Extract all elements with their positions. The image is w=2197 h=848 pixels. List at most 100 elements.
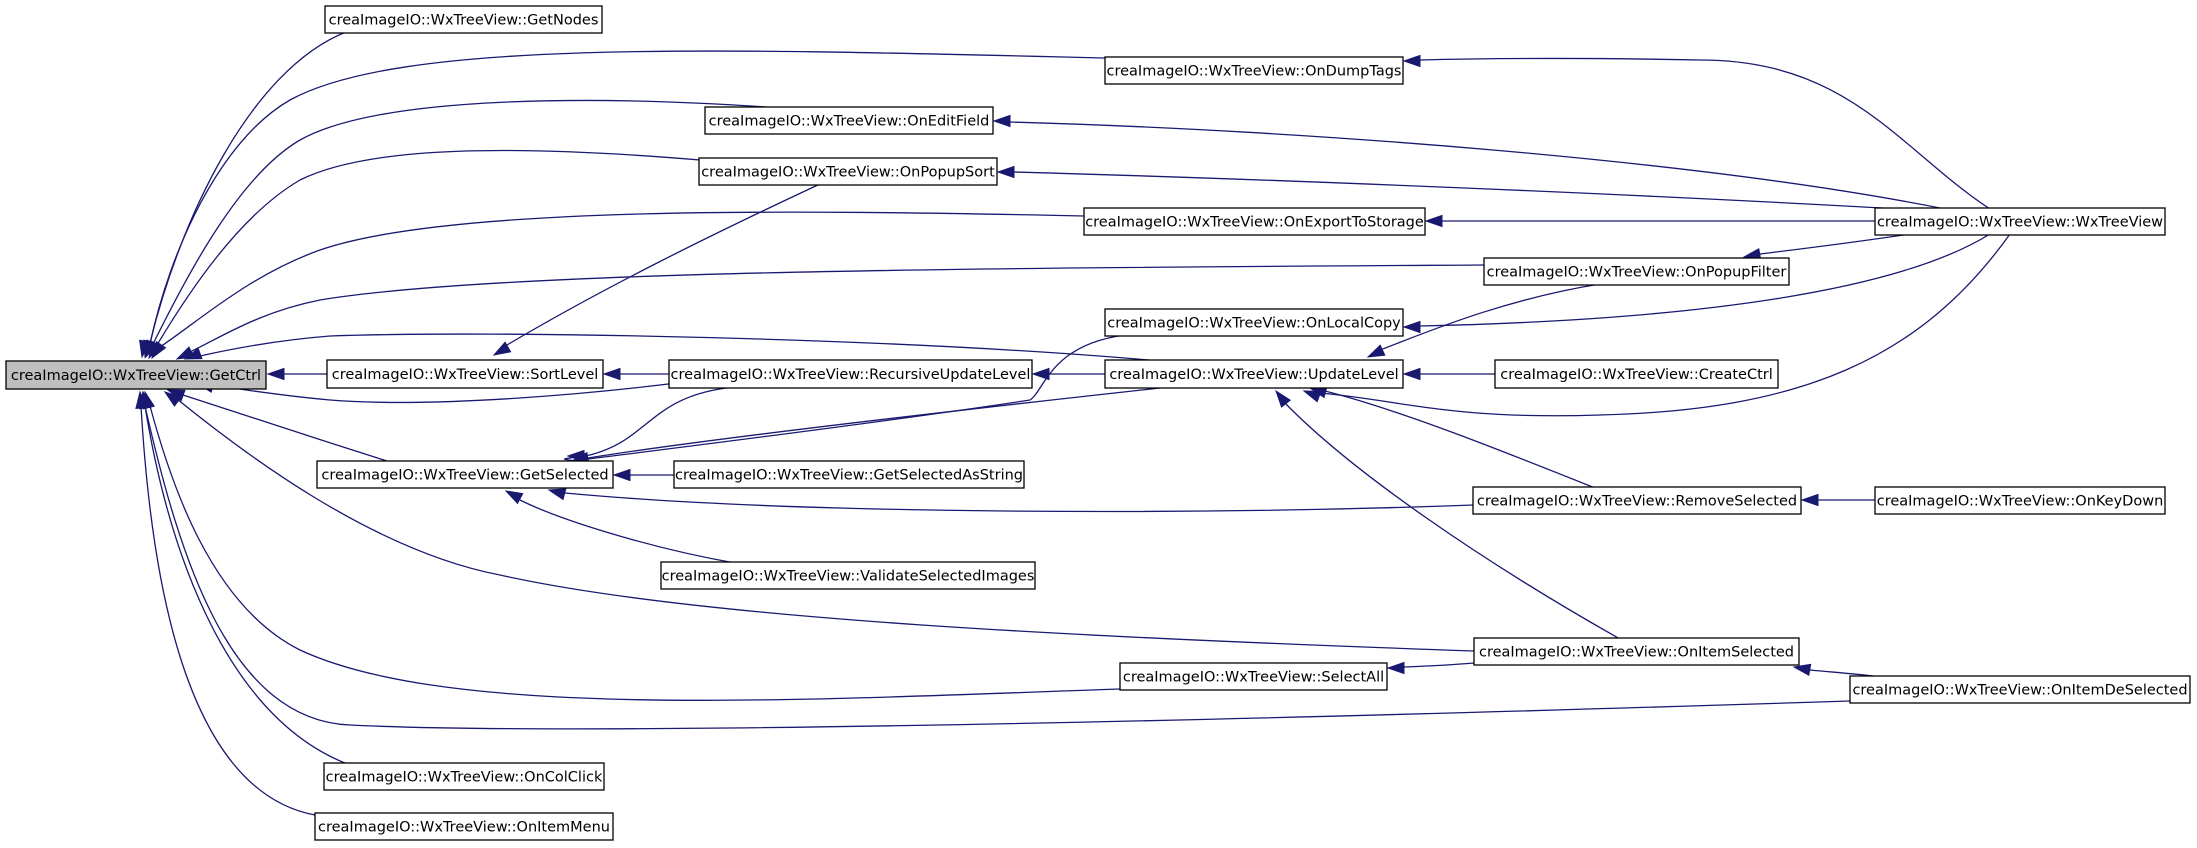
node-updatelevel[interactable]: creaImageIO::WxTreeView::UpdateLevel (1104, 359, 1404, 389)
node-box (1874, 207, 2166, 236)
node-box (1849, 675, 2191, 704)
edge-onitemselected-to-selectall (1386, 661, 1475, 675)
edge-line (1324, 390, 1596, 489)
edge-line (1759, 233, 1911, 255)
edge-line (587, 334, 1126, 460)
node-selectall[interactable]: creaImageIO::WxTreeView::SelectAll (1119, 662, 1388, 691)
node-label: creaImageIO::WxTreeView::GetCtrl (11, 368, 261, 384)
node-recursiveupdatelevel[interactable]: creaImageIO::WxTreeView::RecursiveUpdate… (668, 359, 1033, 389)
arrowhead-icon (163, 391, 182, 407)
node-validateselectedimages[interactable]: creaImageIO::WxTreeView::ValidateSelecte… (660, 561, 1036, 590)
node-box (314, 812, 614, 841)
arrowhead-icon (1366, 344, 1386, 358)
edge-line (563, 386, 736, 463)
edge-onpopupsort-to-sortlevel (492, 183, 821, 356)
node-onitemmenu[interactable]: creaImageIO::WxTreeView::OnItemMenu (314, 812, 614, 841)
edge-line (1013, 171, 1901, 210)
edge-onitemselected-to-updatelevel (1275, 389, 1621, 640)
node-box (1104, 56, 1404, 85)
edge-line (189, 264, 1485, 353)
node-oncolclick[interactable]: creaImageIO::WxTreeView::OnColClick (323, 762, 605, 791)
node-box (1473, 637, 1800, 666)
node-onpopupfilter[interactable]: creaImageIO::WxTreeView::OnPopupFilter (1483, 257, 1790, 286)
arrowhead-icon (135, 390, 148, 409)
node-box (324, 5, 603, 34)
edge-line (1009, 121, 1946, 210)
node-onkeydown[interactable]: creaImageIO::WxTreeView::OnKeyDown (1874, 486, 2166, 515)
node-label: creaImageIO::WxTreeView::GetNodes (329, 13, 599, 29)
arrowhead-icon (996, 165, 1015, 179)
node-wxtreeview[interactable]: creaImageIO::WxTreeView::WxTreeView (1874, 207, 2166, 236)
arrowhead-icon (1402, 54, 1421, 68)
node-label: creaImageIO::WxTreeView::OnPopupFilter (1487, 265, 1787, 281)
edge-onitemdeselected-to-onitemselected (1792, 663, 1881, 678)
edge-line (564, 492, 1475, 513)
node-getselected[interactable]: creaImageIO::WxTreeView::GetSelected (316, 460, 614, 489)
node-label: creaImageIO::WxTreeView::OnKeyDown (1877, 494, 2164, 510)
edge-line (149, 50, 1106, 345)
node-box (1104, 308, 1404, 337)
arrowhead-icon (992, 114, 1011, 128)
edge-line (1319, 233, 2011, 417)
node-getnodes[interactable]: creaImageIO::WxTreeView::GetNodes (324, 5, 603, 34)
arrowhead-icon (1302, 390, 1322, 403)
node-label: creaImageIO::WxTreeView::GetSelected (321, 468, 608, 484)
node-sortlevel[interactable]: creaImageIO::WxTreeView::SortLevel (326, 359, 604, 389)
node-box (1483, 257, 1790, 286)
node-label: creaImageIO::WxTreeView::UpdateLevel (1109, 367, 1398, 383)
edge-line (1379, 283, 1601, 351)
node-label: creaImageIO::WxTreeView::WxTreeView (1877, 215, 2163, 231)
edge-line (140, 405, 316, 816)
node-onexporttostorage[interactable]: creaImageIO::WxTreeView::OnExportToStora… (1083, 207, 1426, 236)
node-removeselected[interactable]: creaImageIO::WxTreeView::RemoveSelected (1472, 486, 1802, 515)
edge-line (506, 183, 821, 346)
edge-removeselected-to-getselected (547, 488, 1475, 513)
node-onitemselected[interactable]: creaImageIO::WxTreeView::OnItemSelected (1473, 637, 1800, 666)
node-onpopupsort[interactable]: creaImageIO::WxTreeView::OnPopupSort (698, 157, 998, 186)
node-getselectedasstring[interactable]: creaImageIO::WxTreeView::GetSelectedAsSt… (673, 460, 1025, 489)
node-label: creaImageIO::WxTreeView::RecursiveUpdate… (671, 367, 1031, 383)
node-onlocalcopy[interactable]: creaImageIO::WxTreeView::OnLocalCopy (1104, 308, 1404, 337)
node-label: creaImageIO::WxTreeView::OnExportToStora… (1085, 215, 1424, 231)
edge-line (149, 405, 1121, 701)
node-label: creaImageIO::WxTreeView::OnItemDeSelecte… (1852, 683, 2187, 699)
edge-wxtreeview-to-updatelevel (1302, 233, 2011, 417)
node-label: creaImageIO::WxTreeView::OnItemMenu (318, 820, 610, 836)
node-label: creaImageIO::WxTreeView::OnLocalCopy (1107, 316, 1401, 332)
node-box (660, 561, 1036, 590)
node-box (1119, 662, 1388, 691)
edge-wxtreeview-to-onlocalcopy (1402, 233, 1991, 334)
edge-getselected-to-getctrl (166, 389, 391, 463)
edge-onexporttostorage-to-getctrl (151, 211, 1085, 360)
arrowhead-icon (151, 340, 167, 360)
node-createctrl[interactable]: creaImageIO::WxTreeView::CreateCtrl (1494, 359, 1779, 389)
edge-removeselected-to-updatelevel (1308, 386, 1596, 489)
edge-wxtreeview-to-oneditfield (992, 114, 1946, 210)
edge-line (149, 31, 347, 344)
node-label: creaImageIO::WxTreeView::OnDumpTags (1107, 64, 1402, 80)
arrowhead-icon (1275, 389, 1292, 408)
node-onitemdeselected[interactable]: creaImageIO::WxTreeView::OnItemDeSelecte… (1849, 675, 2191, 704)
node-box (1104, 359, 1404, 389)
arrowhead-icon (1800, 493, 1819, 507)
arrowhead-icon (1402, 320, 1421, 334)
edge-line (176, 398, 1475, 652)
edge-wxtreeview-to-ondumptags (1402, 54, 1991, 210)
edge-oneditfield-to-getctrl (145, 99, 781, 359)
edge-updatelevel-to-getctrl (183, 333, 1161, 362)
edge-line (1403, 662, 1475, 668)
edge-wxtreeview-to-onexporttostorage (1424, 214, 1875, 228)
node-box (704, 106, 994, 135)
node-oneditfield[interactable]: creaImageIO::WxTreeView::OnEditField (704, 106, 994, 135)
edge-updatelevel-to-getselected (570, 387, 1161, 465)
node-getctrl[interactable]: creaImageIO::WxTreeView::GetCtrl (5, 360, 267, 390)
edge-line (152, 99, 781, 345)
arrowhead-icon (547, 488, 567, 501)
edges-layer (135, 31, 2011, 816)
node-label: creaImageIO::WxTreeView::OnItemSelected (1479, 645, 1794, 661)
edge-line (1284, 402, 1621, 640)
node-box (668, 359, 1033, 389)
edge-line (1419, 57, 1991, 210)
node-ondumptags[interactable]: creaImageIO::WxTreeView::OnDumpTags (1104, 56, 1404, 85)
edge-updatelevel-to-recursiveupdatelevel (1031, 367, 1105, 381)
